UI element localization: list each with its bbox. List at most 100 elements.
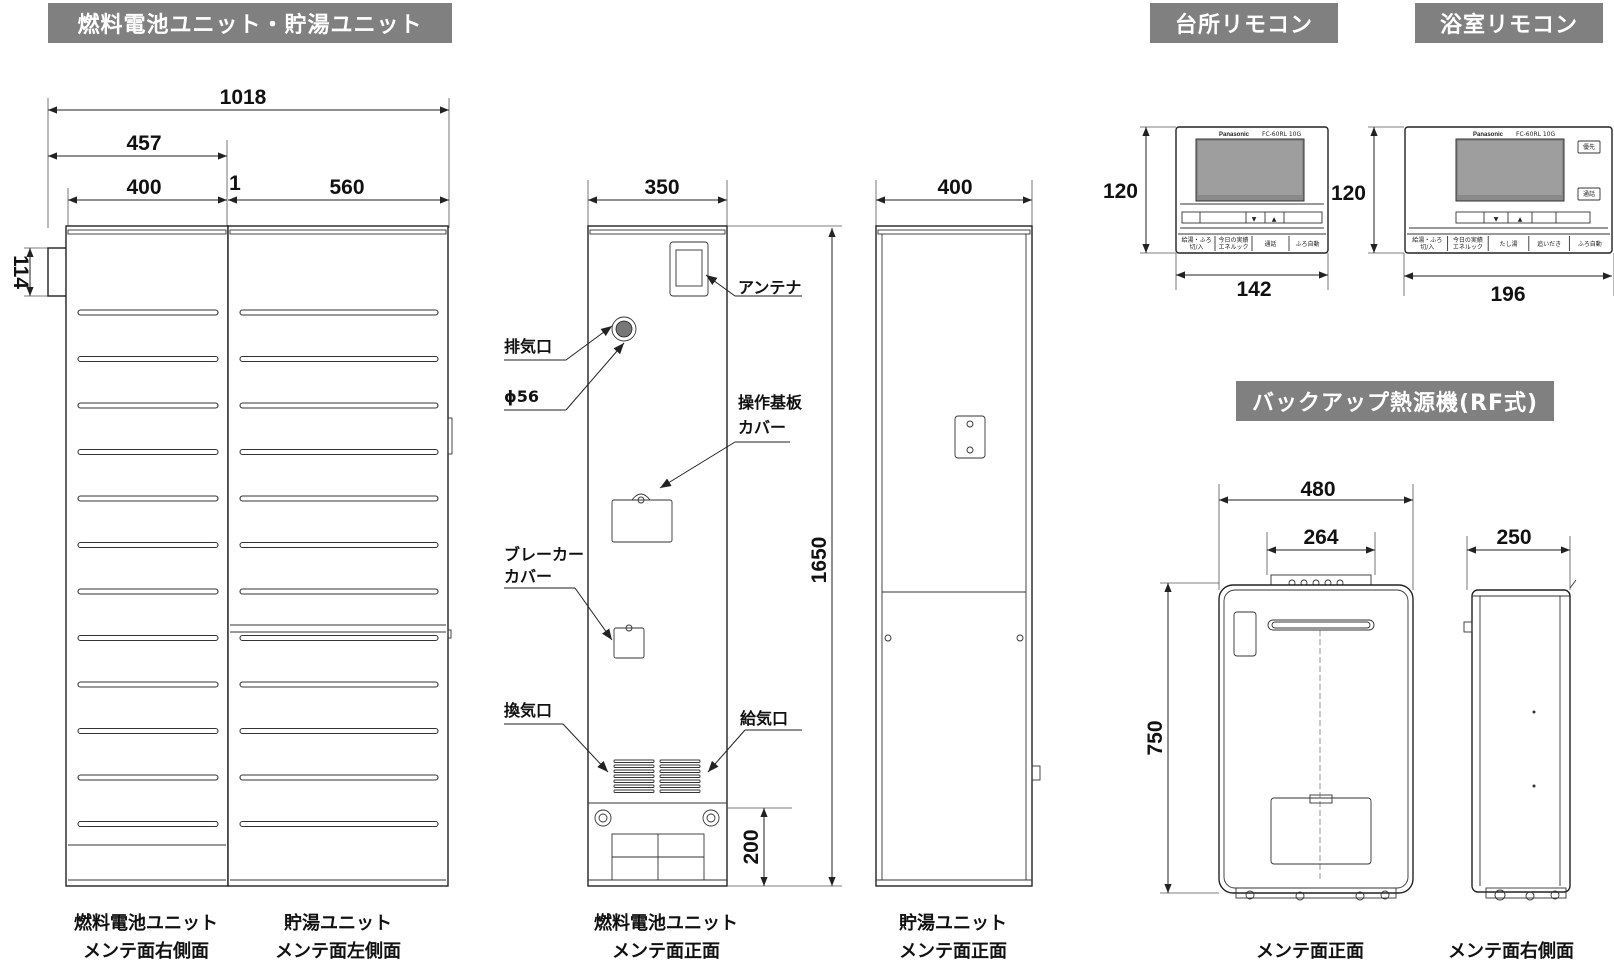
label-intake: 給気口 bbox=[740, 709, 788, 728]
label-antenna: アンテナ bbox=[738, 278, 801, 297]
kitchen-button-label: ふろ自動 bbox=[1295, 240, 1319, 248]
bath-remote-brand: Panasonic bbox=[1473, 132, 1504, 138]
tank-slat bbox=[239, 402, 439, 409]
tank-slat bbox=[239, 448, 439, 456]
tank-unit-left-side bbox=[227, 225, 449, 887]
vent-slot-right bbox=[659, 764, 701, 768]
bath-button-label: ふろ自動 bbox=[1578, 240, 1602, 248]
captions: 燃料電池ユニット メンテ面右側面 貯湯ユニット メンテ面左側面 燃料電池ユニット… bbox=[74, 912, 1574, 962]
slat-group bbox=[77, 309, 439, 828]
tank-slat bbox=[239, 309, 439, 316]
dim-backup-width: 480 bbox=[1300, 478, 1335, 501]
bath-button-label: たし湯 bbox=[1499, 240, 1517, 248]
fc-slat bbox=[77, 355, 219, 363]
dim-backup-height: 750 bbox=[1144, 720, 1167, 755]
tank-slat bbox=[239, 541, 439, 549]
dim-tank-depth: 560 bbox=[329, 176, 364, 199]
tank-slat bbox=[239, 681, 439, 688]
dim-height: 1650 bbox=[808, 537, 831, 584]
bath-remote-drawing: 120 196 Panasonic FC-60RL 10G 優先 通話 ▼ ▲ … bbox=[1331, 126, 1614, 306]
dim-fc-depth: 457 bbox=[126, 132, 161, 155]
vent-slot-right bbox=[659, 784, 701, 788]
vent-slot-right bbox=[659, 759, 701, 763]
dim-gap: 1 bbox=[229, 172, 241, 195]
tank-slat bbox=[239, 727, 439, 735]
caption-fc-right-line2: メンテ面右側面 bbox=[83, 940, 209, 962]
kitchen-remote-drawing: 120 142 Panasonic FC-60RL 10G ▼ ▲ 給湯・ふろ切… bbox=[1103, 126, 1329, 301]
kitchen-button-label: 今日の実績 bbox=[1218, 236, 1248, 244]
label-board-cover-line1: 操作基板 bbox=[738, 393, 803, 412]
fc-unit-front-view: 350 1650 200 bbox=[504, 176, 842, 887]
vent-slot-left bbox=[613, 774, 655, 778]
fc-slat bbox=[77, 634, 219, 642]
dim-base-height: 200 bbox=[740, 829, 763, 864]
tank-slat bbox=[239, 355, 439, 363]
fc-unit-right-side bbox=[65, 225, 229, 887]
bath-side-button-priority: 優先 bbox=[1583, 143, 1595, 151]
label-exhaust: 排気口 bbox=[504, 337, 552, 356]
label-breaker-cover-line2: カバー bbox=[504, 567, 552, 586]
caption-tank-left-line1: 貯湯ユニット bbox=[284, 912, 392, 934]
fc-slat bbox=[77, 774, 219, 781]
dim-backup-inner: 264 bbox=[1303, 526, 1338, 549]
header-fc-tank-unit: 燃料電池ユニット・貯湯ユニット bbox=[48, 3, 452, 43]
kitchen-button-label: 切/入 bbox=[1189, 244, 1203, 251]
dim-bath-height: 120 bbox=[1331, 182, 1366, 205]
label-diameter: ϕ56 bbox=[504, 387, 539, 406]
caption-tank-front-line2: メンテ面正面 bbox=[899, 941, 1007, 962]
fc-tank-side-views: 1018 457 400 1 560 114 bbox=[9, 86, 453, 887]
dim-kitchen-height: 120 bbox=[1103, 180, 1138, 203]
fc-slat bbox=[77, 309, 219, 316]
backup-heater-front: 480 264 750 bbox=[1144, 478, 1414, 901]
caption-tank-front-line1: 貯湯ユニット bbox=[899, 912, 1007, 934]
vent-slot-left bbox=[613, 789, 655, 793]
vent-slot-left bbox=[613, 764, 655, 768]
fc-slat bbox=[77, 820, 219, 828]
dim-pipe-height: 114 bbox=[9, 255, 32, 289]
svg-text:▼: ▼ bbox=[1494, 216, 1499, 223]
dim-fc-front-width: 350 bbox=[644, 176, 679, 199]
vent-slot-left bbox=[613, 759, 655, 763]
fc-slat bbox=[77, 541, 219, 549]
kitchen-button-label: 給湯・ふろ bbox=[1181, 236, 1211, 244]
tank-slat bbox=[239, 820, 439, 828]
vent-slot-left bbox=[613, 779, 655, 783]
dim-bath-width: 196 bbox=[1490, 283, 1525, 306]
vent-slot-right bbox=[659, 779, 701, 783]
fc-slat bbox=[77, 727, 219, 735]
fc-slat bbox=[77, 448, 219, 456]
svg-text:▲: ▲ bbox=[1272, 216, 1277, 223]
bath-button-label: 今日の実績 bbox=[1453, 236, 1483, 244]
dim-tank-front-width: 400 bbox=[937, 176, 972, 199]
header-backup-heater: バックアップ熱源機(RF式) bbox=[1236, 381, 1554, 421]
caption-fc-right-line1: 燃料電池ユニット bbox=[74, 912, 218, 934]
tank-slat bbox=[239, 634, 439, 642]
label-board-cover-line2: カバー bbox=[738, 418, 786, 437]
svg-text:▼: ▼ bbox=[1252, 216, 1257, 223]
kitchen-button-label: エネルック bbox=[1218, 244, 1248, 251]
tank-slat bbox=[239, 588, 439, 595]
dim-fc-side-width: 400 bbox=[126, 176, 161, 199]
vent-slot-left bbox=[613, 784, 655, 788]
dim-backup-depth: 250 bbox=[1496, 526, 1531, 549]
bath-side-button-call: 通話 bbox=[1583, 190, 1595, 198]
header-bath-remote: 浴室リモコン bbox=[1415, 3, 1603, 43]
fc-slat bbox=[77, 681, 219, 688]
fc-slat bbox=[77, 588, 219, 595]
dim-total-width: 1018 bbox=[220, 86, 267, 109]
tank-slat bbox=[239, 774, 439, 781]
fc-slat bbox=[77, 402, 219, 409]
tank-unit-front-view: 400 bbox=[875, 176, 1041, 887]
caption-backup-front: メンテ面正面 bbox=[1256, 941, 1364, 962]
kitchen-remote-brand: Panasonic bbox=[1219, 132, 1250, 138]
label-breaker-cover-line1: ブレーカー bbox=[504, 545, 584, 564]
dim-kitchen-width: 142 bbox=[1236, 278, 1271, 301]
label-vent: 換気口 bbox=[504, 701, 552, 720]
vent-slot-right bbox=[659, 789, 701, 793]
tank-slat bbox=[239, 495, 439, 502]
vent-slot-right bbox=[659, 769, 701, 773]
vent-slot-right bbox=[659, 774, 701, 778]
kitchen-button-label: 通話 bbox=[1264, 240, 1276, 248]
bath-button-label: 給湯・ふろ bbox=[1412, 236, 1442, 244]
